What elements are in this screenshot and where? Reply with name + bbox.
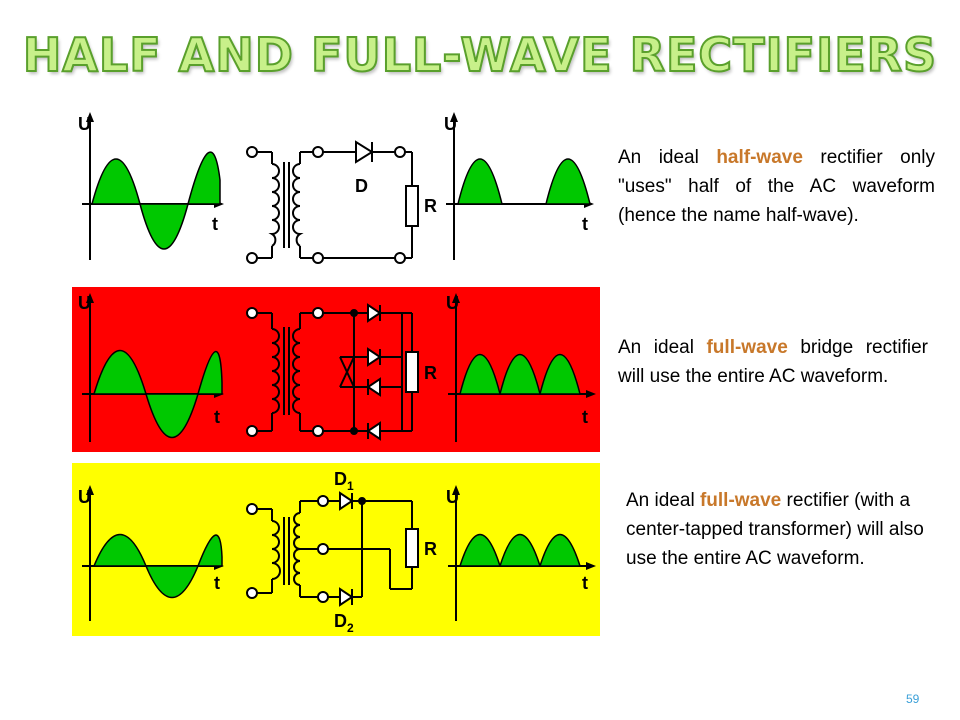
diode-bridge — [323, 303, 419, 441]
input-waveform: U t — [78, 112, 224, 260]
output-waveform: U t — [444, 112, 594, 260]
half-wave-diagram: U t D R U t — [72, 100, 600, 272]
bridge-description: An ideal full-wave bridge rectifier will… — [618, 337, 928, 387]
diode-label: D — [355, 176, 368, 196]
slide-title: Half and Full-Wave Rectifiers — [22, 27, 938, 83]
axis-u-label: U — [78, 487, 91, 507]
axis-u-label: U — [78, 293, 91, 313]
half-wave-circuit: U t D R U t — [78, 112, 594, 264]
axis-u-label: U — [446, 487, 459, 507]
output-waveform: U t — [446, 485, 596, 621]
transformer — [246, 146, 324, 264]
half-wave-description: An ideal half-wave rectifier only "uses"… — [618, 147, 935, 226]
d2-label: D2 — [334, 611, 354, 635]
rectifier-circuit — [323, 140, 419, 264]
axis-t-label: t — [582, 214, 588, 234]
input-waveform: U t — [78, 485, 224, 621]
highlight-term: half-wave — [716, 147, 803, 168]
axis-t-label: t — [214, 573, 220, 593]
axis-u-label: U — [78, 114, 91, 134]
resistor-label: R — [424, 363, 437, 383]
page-number: 59 — [906, 692, 920, 706]
input-waveform: U t — [78, 293, 224, 442]
axis-u-label: U — [444, 114, 457, 134]
bridge-rectifier-diagram: U t — [72, 287, 600, 452]
axis-t-label: t — [214, 407, 220, 427]
highlight-term: full-wave — [699, 490, 782, 511]
transformer — [246, 495, 329, 603]
highlight-term: full-wave — [706, 337, 788, 358]
center-tapped-description: An ideal full-wave rectifier (with a cen… — [626, 490, 924, 569]
axis-t-label: t — [212, 214, 218, 234]
d1-label: D1 — [334, 469, 354, 493]
transformer — [246, 307, 324, 437]
resistor-label: R — [424, 539, 437, 559]
output-waveform: U t — [446, 293, 596, 442]
axis-u-label: U — [446, 293, 459, 313]
axis-t-label: t — [582, 407, 588, 427]
resistor-label: R — [424, 196, 437, 216]
bridge-circuit: U t — [78, 293, 596, 442]
center-tapped-circuit: U t D1 D2 R — [78, 469, 596, 635]
center-tap-circuit — [328, 491, 419, 607]
center-tapped-rectifier-diagram: U t D1 D2 R — [72, 463, 600, 636]
axis-t-label: t — [582, 573, 588, 593]
